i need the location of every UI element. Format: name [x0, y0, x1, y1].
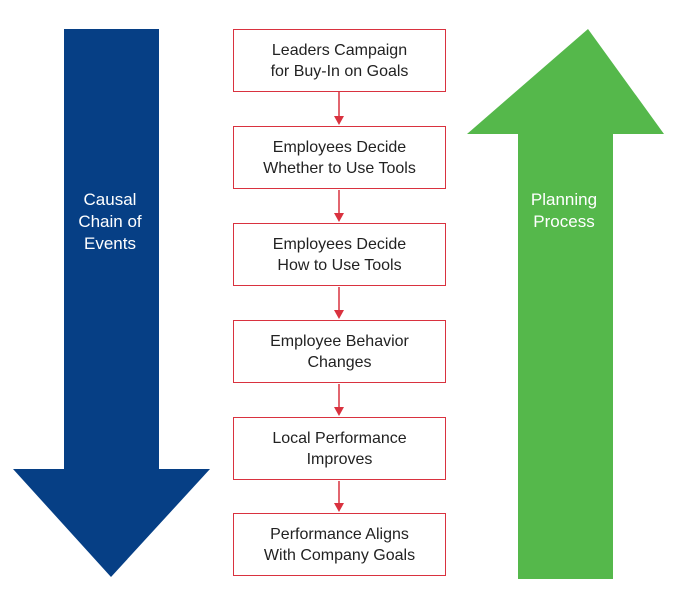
step-box-5: Local Performance Improves: [233, 417, 446, 480]
step-label-5: Local Performance Improves: [272, 429, 407, 468]
step-connectors: [334, 92, 344, 512]
connector-1-2: [334, 92, 344, 125]
step-label-1: Leaders Campaign for Buy-In on Goals: [270, 41, 409, 80]
step-box-2: Employees Decide Whether to Use Tools: [233, 126, 446, 189]
causal-chain-label: Causal Chain of Events: [78, 190, 142, 253]
causal-chain-down-arrow: [13, 29, 210, 577]
step-label-6: Performance Aligns With Company Goals: [263, 525, 416, 564]
step-box-1: Leaders Campaign for Buy-In on Goals: [233, 29, 446, 92]
step-label-3: Employees Decide How to Use Tools: [272, 235, 407, 274]
planning-process-label: Planning Process: [530, 190, 598, 231]
connector-2-3: [334, 190, 344, 222]
step-box-4: Employee Behavior Changes: [233, 320, 446, 383]
planning-process-up-arrow: [467, 29, 664, 579]
step-box-3: Employees Decide How to Use Tools: [233, 223, 446, 286]
step-box-6: Performance Aligns With Company Goals: [233, 513, 446, 576]
step-label-2: Employees Decide Whether to Use Tools: [263, 138, 416, 177]
connector-4-5: [334, 384, 344, 416]
step-label-4: Employee Behavior Changes: [270, 332, 409, 371]
connector-5-6: [334, 481, 344, 512]
connector-3-4: [334, 287, 344, 319]
